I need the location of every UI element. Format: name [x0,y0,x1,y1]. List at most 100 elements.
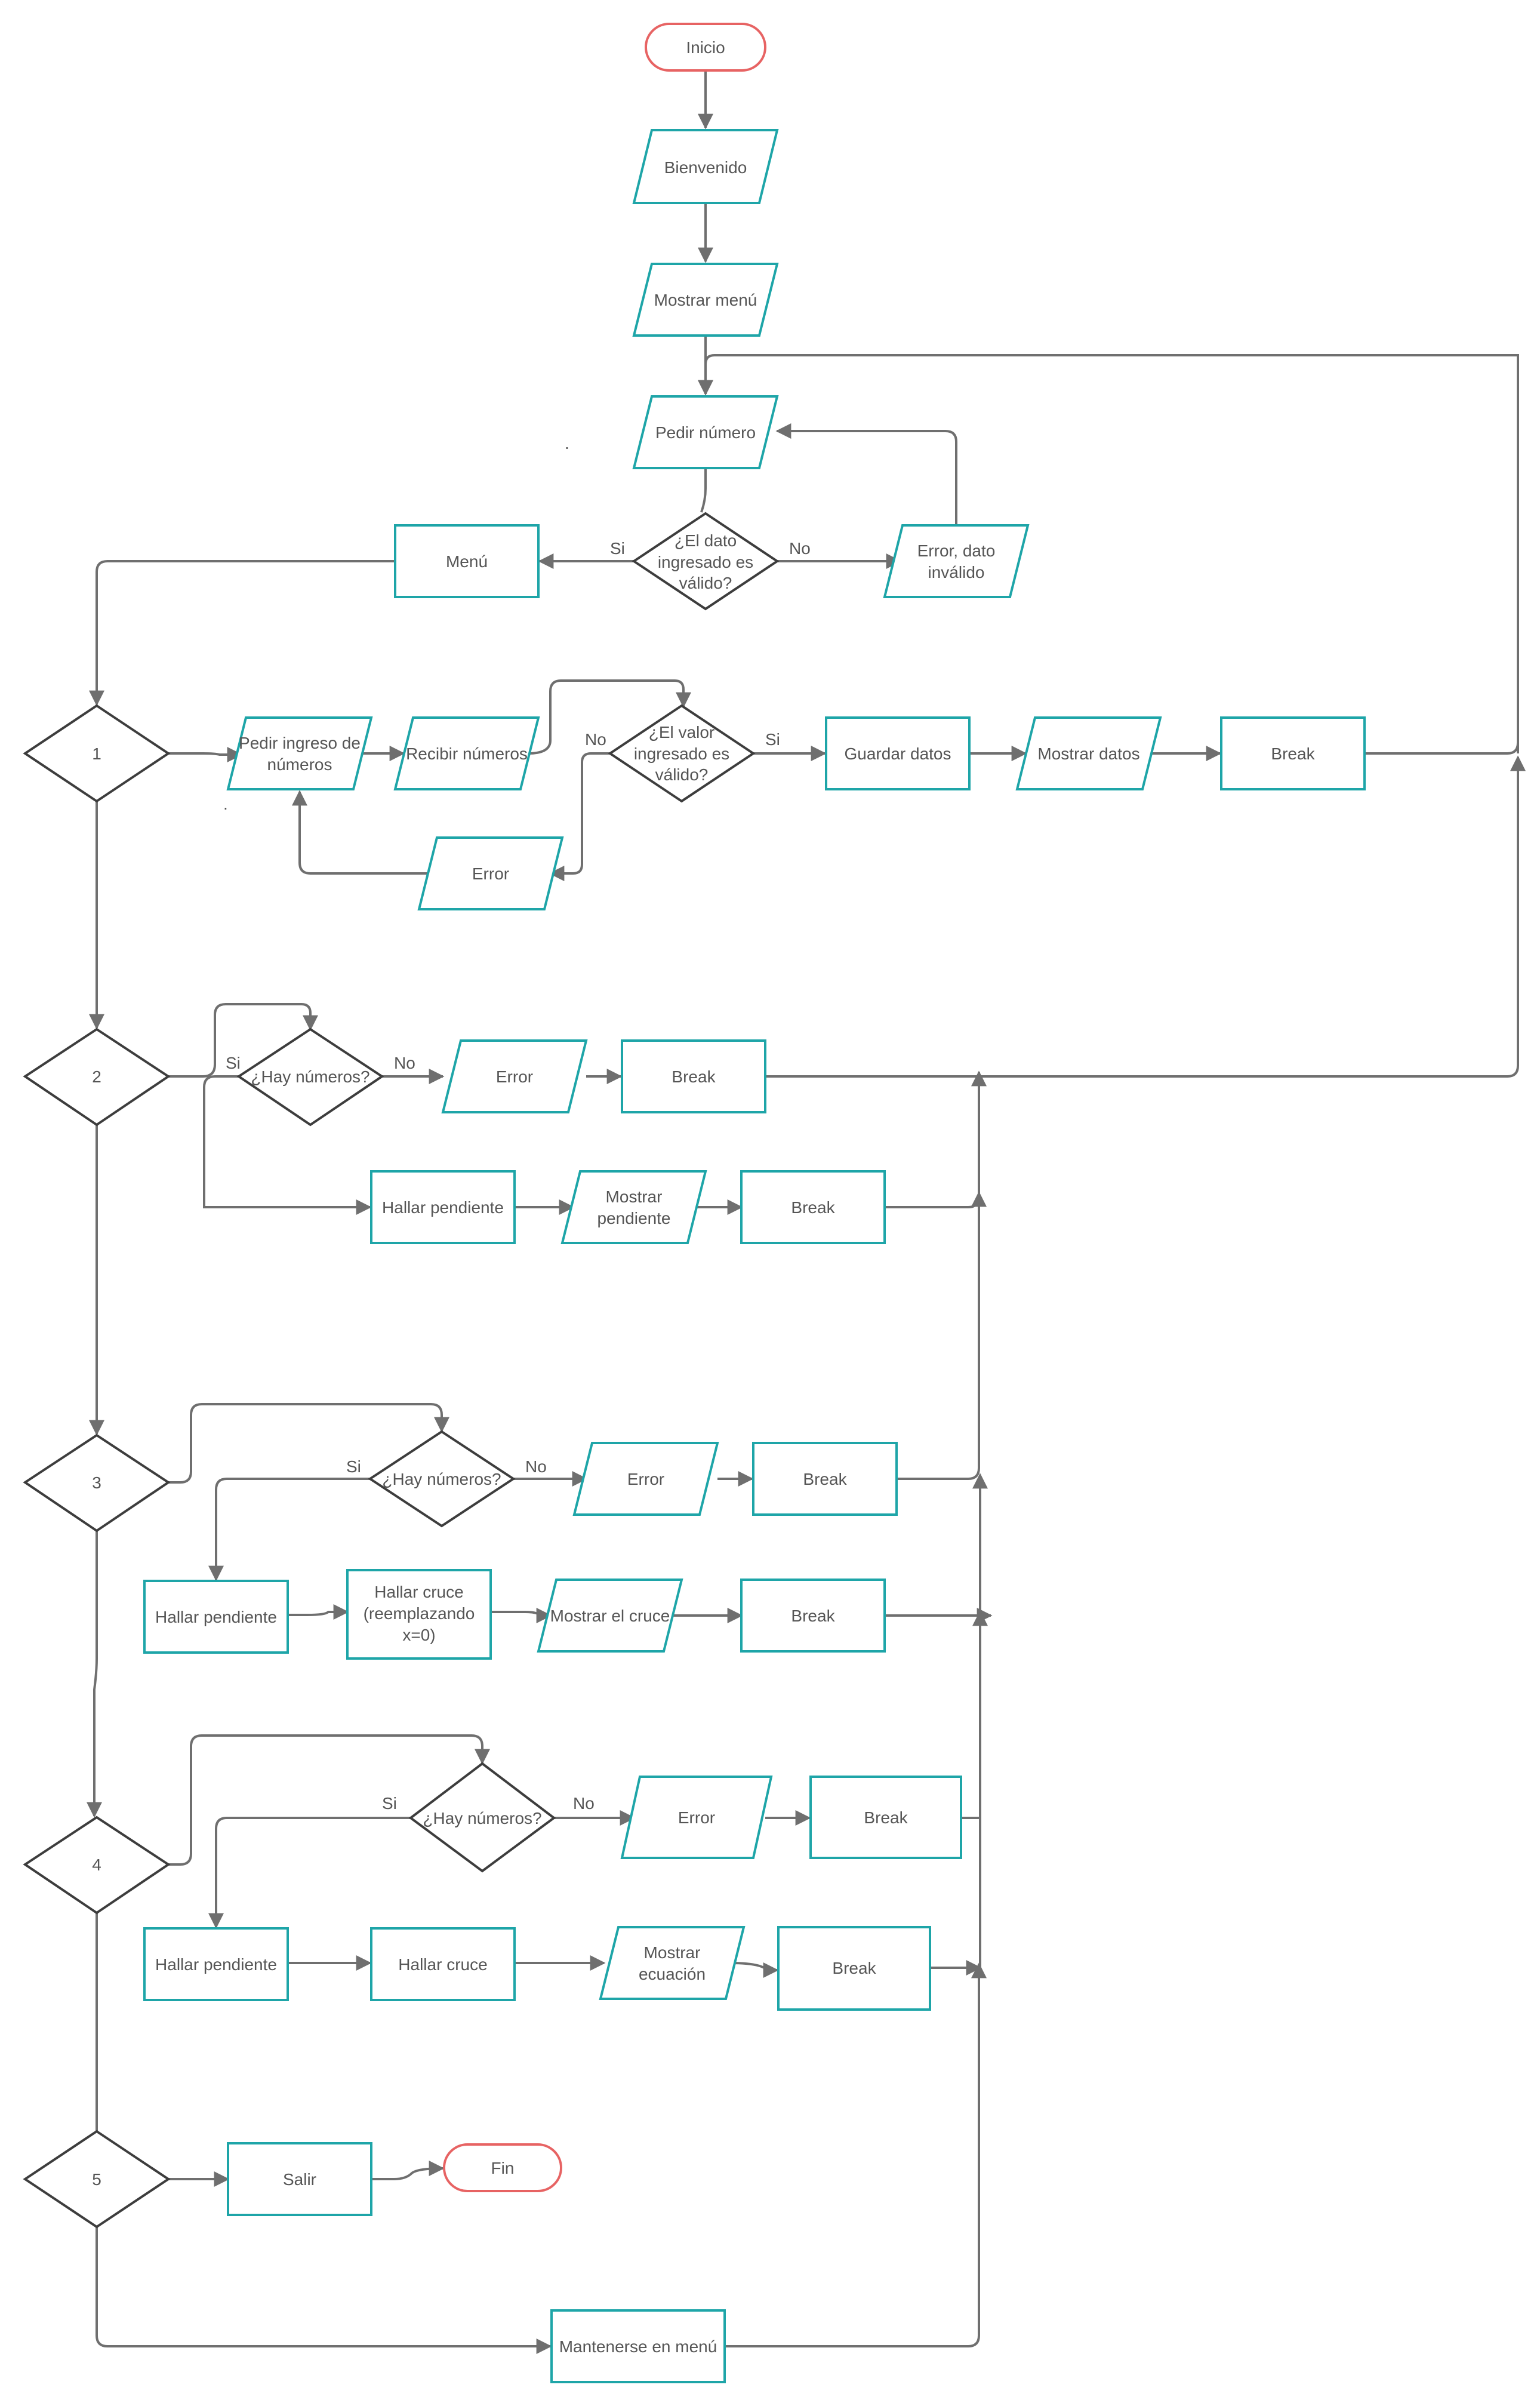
welcome-io [632,129,779,204]
edge-mostrar4-break4b [729,1962,779,1978]
has-numbers-4-decision [408,1762,556,1873]
end-label: Fin [491,2159,515,2177]
edge-labels: Si No No Si Si No Si No Si No . . [223,434,811,1813]
edge-hay2-hallar-si [203,1075,372,1215]
break-4a-label: Break [864,1808,908,1827]
break-1-process [1220,716,1366,790]
break-4a-process [809,1776,962,1859]
receive-numbers-io [393,716,540,790]
show-menu-label: Mostrar menú [654,291,757,309]
valid-data-label-2: ingresado es [658,553,753,571]
show-slope-2-label-1: Mostrar [606,1187,663,1206]
show-cross-3-io [537,1579,683,1653]
edge-cruce3-mostrar3 [491,1608,552,1623]
break-2a-label: Break [672,1067,716,1086]
invalid-data-label-2: inválido [928,563,985,581]
edge-hay4-hallar-si [208,1817,411,1929]
show-equation-4-io [599,1926,746,2000]
show-slope-2-io [560,1170,707,1244]
welcome-label: Bienvenido [664,158,747,177]
label-si-has-numbers-2: Si [226,1054,241,1072]
break-4b-label: Break [832,1959,876,1977]
ask-number-io [632,395,779,469]
ask-number-label: Pedir número [655,423,756,442]
has-numbers-2-label: ¿Hay números? [251,1067,369,1086]
nodes: Inicio Bienvenido Mostrar menú Pedir núm… [23,23,1366,2383]
valid-data-label-1: ¿El dato [674,531,737,550]
edge-valor-error-no [549,752,612,881]
show-cross-3-label: Mostrar el cruce [550,1607,670,1625]
exit-process [227,2142,372,2216]
request-numbers-label-1: Pedir ingreso de [239,734,361,752]
edge-break3a-return [897,1191,987,1480]
edge-error-pedir-ingreso [292,790,431,875]
find-slope-4-process [143,1927,289,2001]
edge-hallar3-cruce3 [288,1604,349,1620]
option-5-label: 5 [92,2170,101,2189]
label-no-has-numbers-4: No [573,1794,595,1813]
option-1-decision [23,704,171,803]
has-numbers-2-decision [236,1027,384,1127]
show-menu-io [632,263,779,337]
error-3-label: Error [627,1470,664,1488]
edge-mantenerse-return [723,1962,987,2347]
error-3-io [572,1442,719,1516]
find-cross-3-label-1: Hallar cruce [374,1583,463,1601]
label-no-valid-value: No [585,730,606,749]
show-equation-4-label-2: ecuación [639,1965,706,1983]
find-slope-2-process [370,1170,516,1244]
save-data-process [825,716,971,790]
option-4-label: 4 [92,1856,101,1874]
option-5-decision [23,2130,171,2229]
label-si-valid-value: Si [765,730,780,749]
edge-opt5-mantenerse [96,2227,552,2354]
label-no-has-numbers-3: No [525,1457,547,1476]
find-slope-4-label: Hallar pendiente [155,1955,277,1974]
break-3a-process [752,1442,898,1516]
option-3-label: 3 [92,1473,101,1492]
request-numbers-io [226,716,373,790]
break-3b-process [740,1579,886,1653]
edge-opt4-hay-numeros [168,1734,490,1866]
find-cross-4-process [370,1927,516,2001]
start-terminal [645,23,766,72]
edge-error-dato-back [775,423,957,524]
find-cross-3-label-2: (reemplazando [364,1604,475,1623]
edge-break2b-return [885,1070,987,1208]
find-cross-4-label: Hallar cruce [398,1955,487,1974]
request-numbers-label-2: números [267,755,332,774]
has-numbers-3-decision [368,1430,516,1528]
edge-break1-loop [1363,716,1519,755]
break-3b-label: Break [791,1607,835,1625]
show-slope-2-label-2: pendiente [597,1209,670,1227]
find-slope-2-label: Hallar pendiente [382,1198,504,1217]
break-1-label: Break [1271,744,1315,763]
label-no-has-numbers-2: No [394,1054,415,1072]
valid-data-decision [632,512,780,611]
edge-loop-back-to-pedir-numero [698,354,1519,753]
find-cross-3-label-3: x=0) [402,1626,435,1644]
edge-opt3-hay-numeros [168,1403,449,1484]
edge-hay3-hallar-si [208,1478,370,1581]
edge-salir-fin [371,2161,445,2180]
find-cross-3-process [346,1569,492,1660]
valid-data-label-3: válido? [679,574,732,592]
show-data-io [1015,716,1162,790]
break-2a-process [621,1039,766,1113]
option-1-label: 1 [92,744,101,763]
label-si-has-numbers-4: Si [382,1794,397,1813]
show-equation-4-label-1: Mostrar [644,1943,701,1962]
error-1-label: Error [472,864,509,883]
break-4b-process [777,1926,931,2011]
menu-process [394,524,540,598]
has-numbers-4-label: ¿Hay números? [423,1809,541,1827]
break-3a-label: Break [803,1470,847,1488]
option-2-label: 2 [92,1067,101,1086]
end-terminal [443,2143,562,2192]
error-1-io [417,836,564,910]
edge-recibir-valor [528,679,691,755]
error-2-io [441,1039,588,1113]
edge-opt1-pedir-ingreso [168,747,243,762]
stay-in-menu-label: Mantenerse en menú [559,2337,717,2356]
